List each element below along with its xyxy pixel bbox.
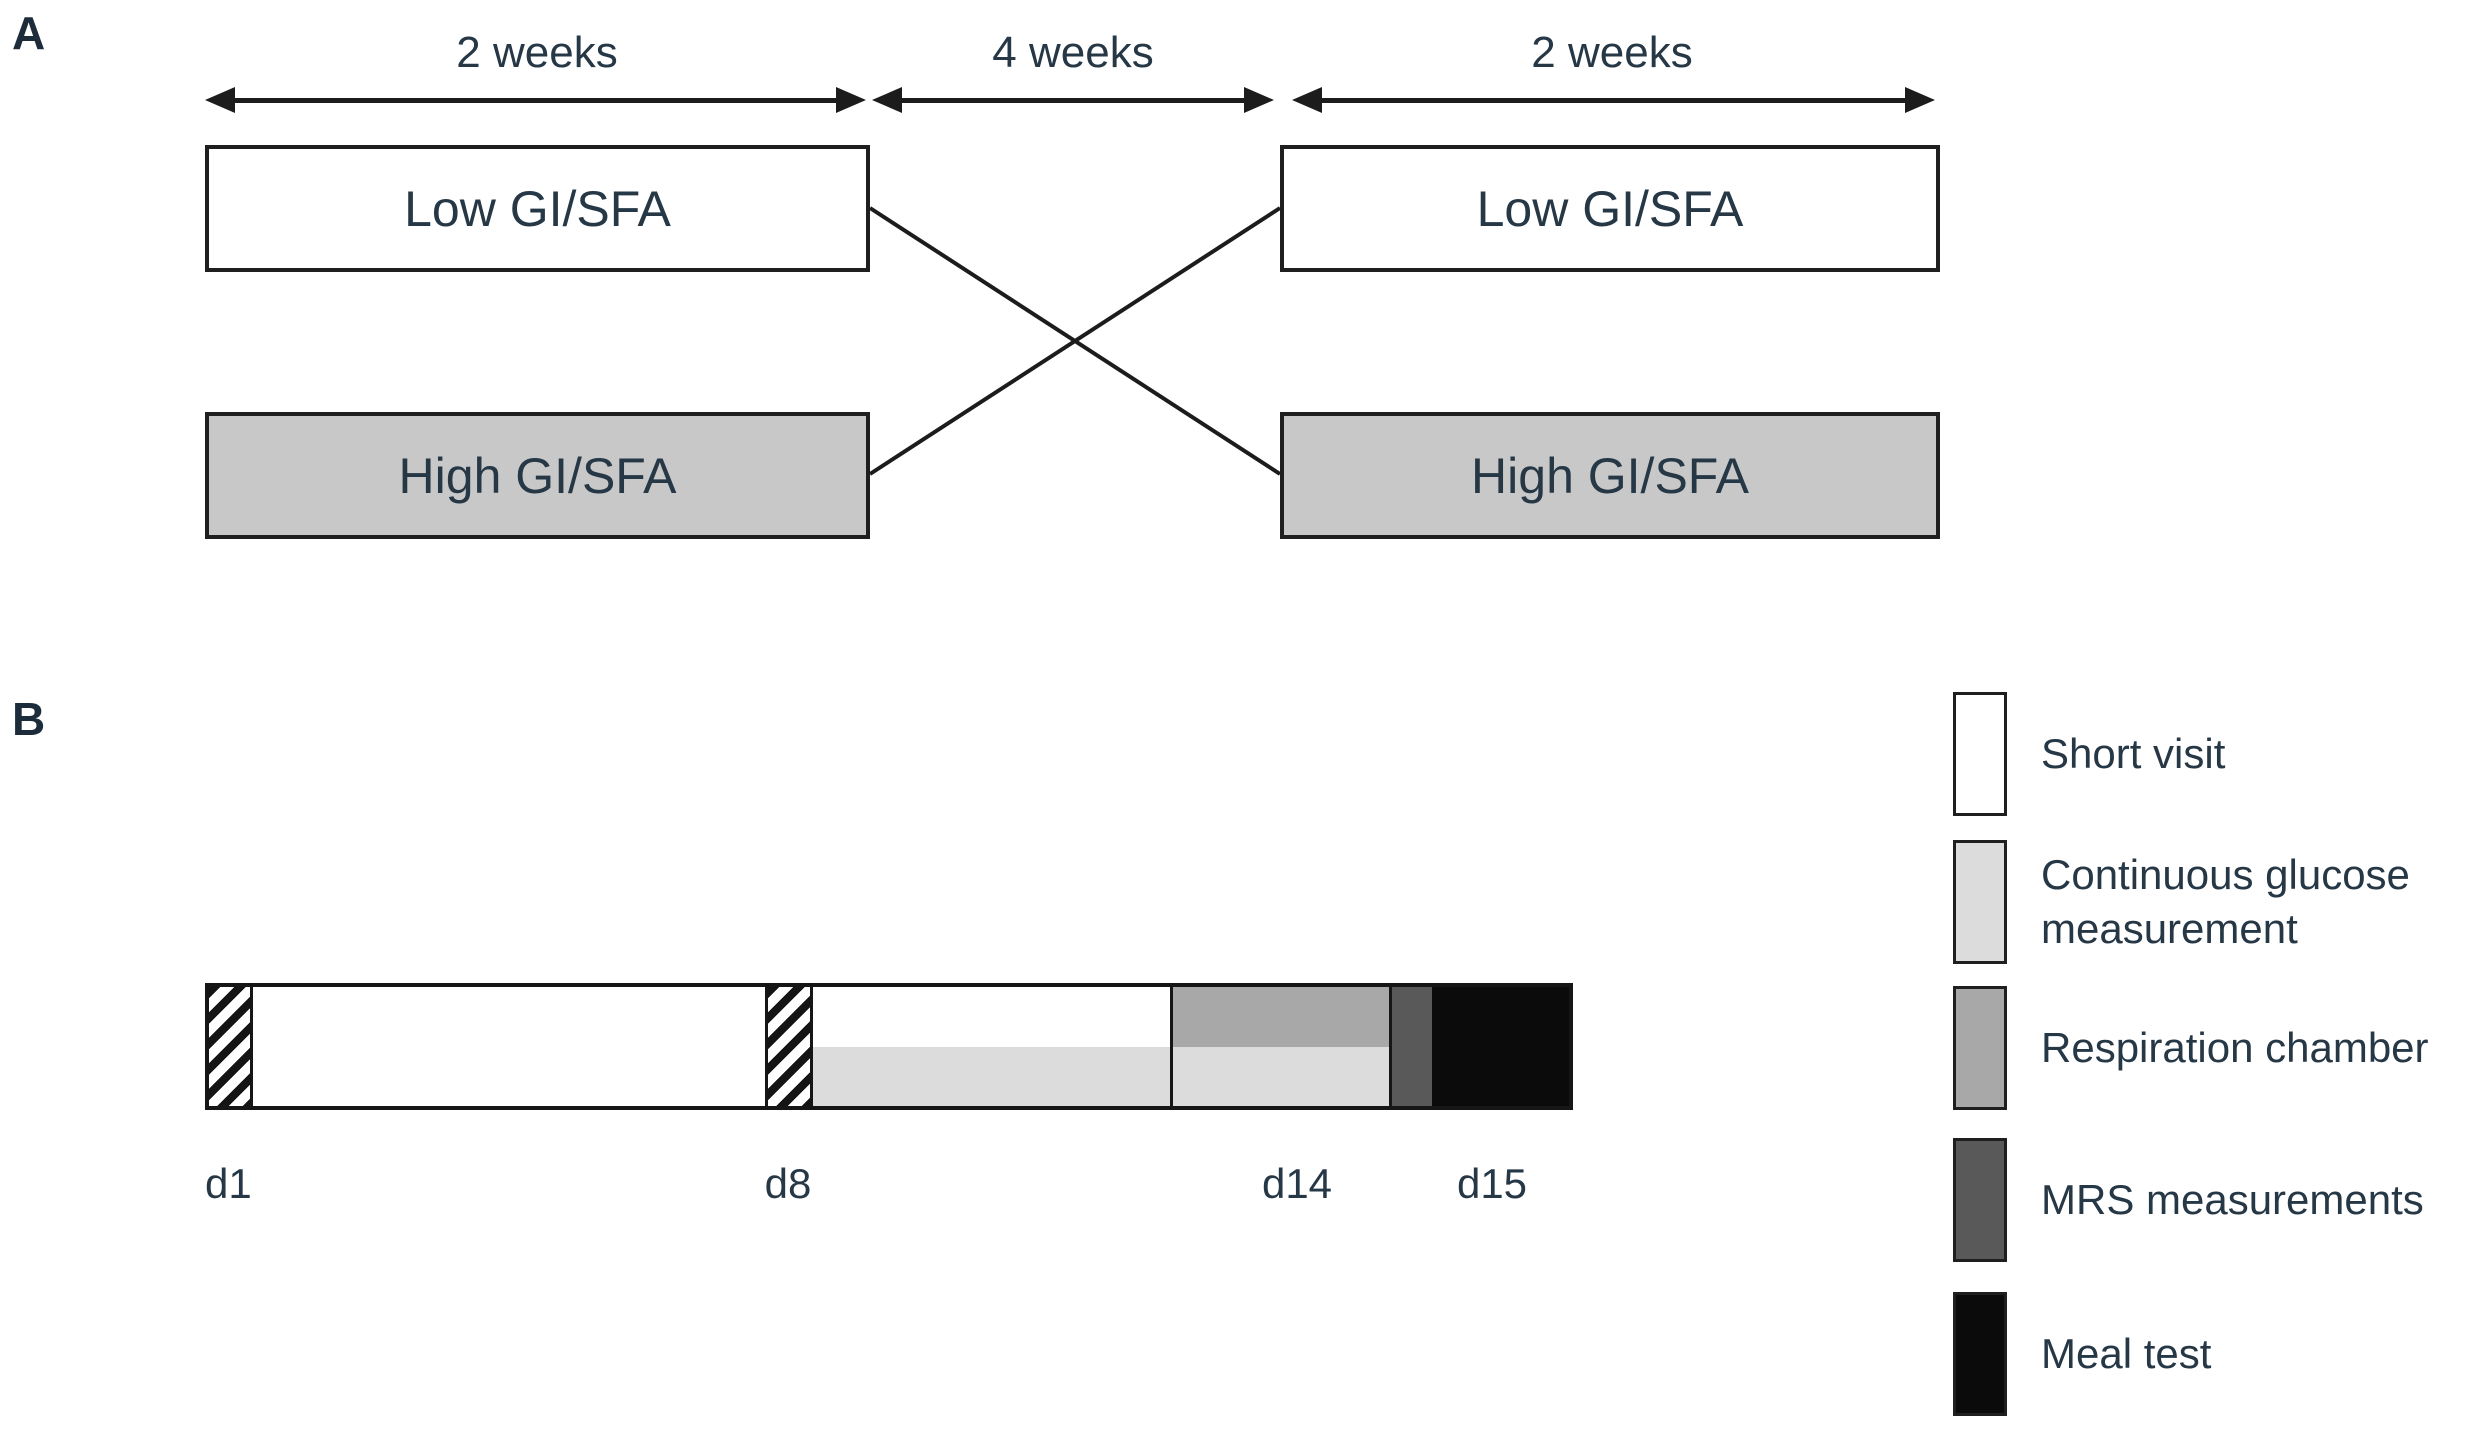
panel-b-label: B <box>12 693 46 745</box>
double-arrow-period1 <box>205 87 866 113</box>
dark-gray-swatch-icon <box>1953 1138 2007 1262</box>
timeline-bar <box>205 983 1573 1110</box>
legend-item-respiration-chamber: Respiration chamber <box>1953 986 2469 1110</box>
duration-label-period1: 2 weeks <box>456 28 618 77</box>
arrowhead-left-icon <box>1292 87 1322 113</box>
day-label-d15: d15 <box>1456 1160 1528 1207</box>
arrow-shaft <box>902 97 1244 103</box>
panel-a-label: A <box>12 7 46 59</box>
day-label-d1: d1 <box>205 1160 252 1207</box>
segment-continuous-glucose <box>813 1046 1170 1106</box>
segment-divider <box>1389 987 1392 1106</box>
double-arrow-washout <box>872 87 1274 113</box>
day-label-d14: d14 <box>1261 1160 1333 1207</box>
arrow-shaft <box>235 97 836 103</box>
segment-short-visit-d8 <box>765 987 813 1106</box>
legend-item-mrs-measurements: MRS measurements <box>1953 1138 2469 1262</box>
arm-box-period2-low: Low GI/SFA <box>1280 145 1940 272</box>
legend-label: Respiration chamber <box>2041 1024 2429 1072</box>
segment-continuous-glucose <box>1173 1046 1389 1106</box>
legend-item-meal-test: Meal test <box>1953 1292 2469 1416</box>
segment-mrs-measurements <box>1392 987 1432 1106</box>
double-arrow-period2 <box>1292 87 1935 113</box>
legend-label: Short visit <box>2041 730 2226 778</box>
segment-top-blank <box>813 987 1170 1047</box>
segment-respiration-chamber <box>1173 987 1389 1047</box>
legend-label: Meal test <box>2041 1330 2212 1378</box>
legend-item-continuous-glucose: Continuous glucose measurement <box>1953 840 2469 964</box>
arm-box-period1-high: High GI/SFA <box>205 412 870 539</box>
light-gray-swatch-icon <box>1953 840 2007 964</box>
arrow-shaft <box>1322 97 1905 103</box>
arrowhead-right-icon <box>1244 87 1274 113</box>
segment-short-visit-d1 <box>209 987 253 1106</box>
crossover-lines <box>868 206 1282 476</box>
legend-label: MRS measurements <box>2041 1176 2424 1224</box>
segment-divider <box>1170 987 1173 1106</box>
legend-label: Continuous glucose measurement <box>2041 851 2410 952</box>
arrowhead-right-icon <box>836 87 866 113</box>
segment-freeliving-week <box>253 987 765 1106</box>
medium-gray-swatch-icon <box>1953 986 2007 1110</box>
arrowhead-left-icon <box>205 87 235 113</box>
segment-respiration-cgm <box>1173 987 1389 1106</box>
duration-label-period2: 2 weeks <box>1531 28 1693 77</box>
arm-box-period1-low: Low GI/SFA <box>205 145 870 272</box>
hatched-swatch-icon <box>1953 692 2007 816</box>
segment-meal-test <box>1432 987 1569 1106</box>
segment-cgm-freeliving <box>813 987 1170 1106</box>
arrowhead-right-icon <box>1905 87 1935 113</box>
black-swatch-icon <box>1953 1292 2007 1416</box>
arm-box-period2-high: High GI/SFA <box>1280 412 1940 539</box>
arrowhead-left-icon <box>872 87 902 113</box>
day-label-d8: d8 <box>764 1160 812 1207</box>
duration-label-washout: 4 weeks <box>992 28 1154 77</box>
legend-item-short-visit: Short visit <box>1953 692 2469 816</box>
